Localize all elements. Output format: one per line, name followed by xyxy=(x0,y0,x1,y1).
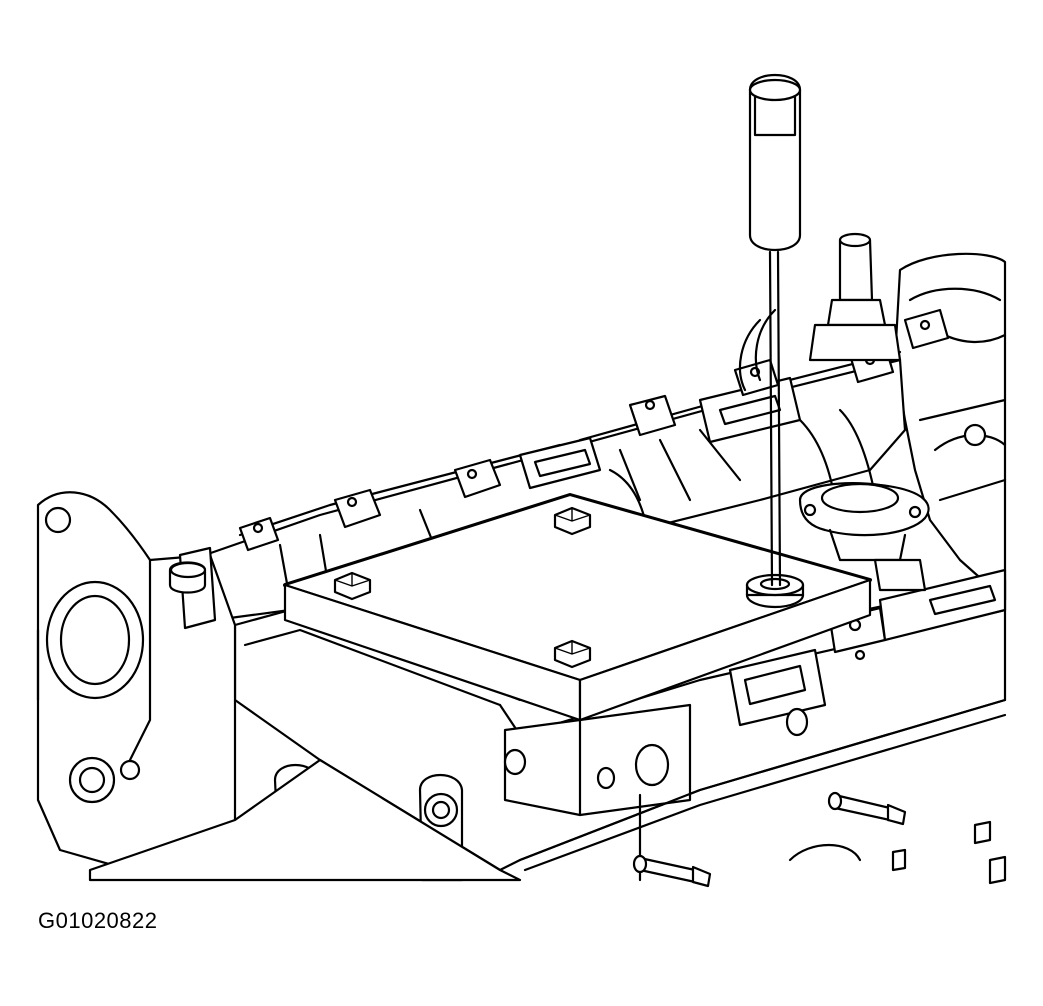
bolt-icon xyxy=(553,506,592,536)
baffle-plate xyxy=(283,493,872,722)
dowel-pin-icon xyxy=(632,854,712,888)
installation-tool xyxy=(748,73,802,587)
dowel-pins xyxy=(632,791,1007,888)
pickup-fitting xyxy=(738,232,902,392)
rear-casting xyxy=(893,252,1007,602)
lower-skirt xyxy=(88,698,1007,882)
plate-bolts xyxy=(333,506,805,669)
pump-flange xyxy=(798,482,930,592)
knurled-nut-icon xyxy=(745,573,805,609)
front-housing xyxy=(36,491,237,872)
front-rail-bosses xyxy=(503,568,1007,817)
dowel-pin-icon xyxy=(827,791,907,826)
bolt-icon xyxy=(333,571,372,601)
figure-id-label: G01020822 xyxy=(38,908,158,933)
bolt-icon xyxy=(553,639,592,669)
